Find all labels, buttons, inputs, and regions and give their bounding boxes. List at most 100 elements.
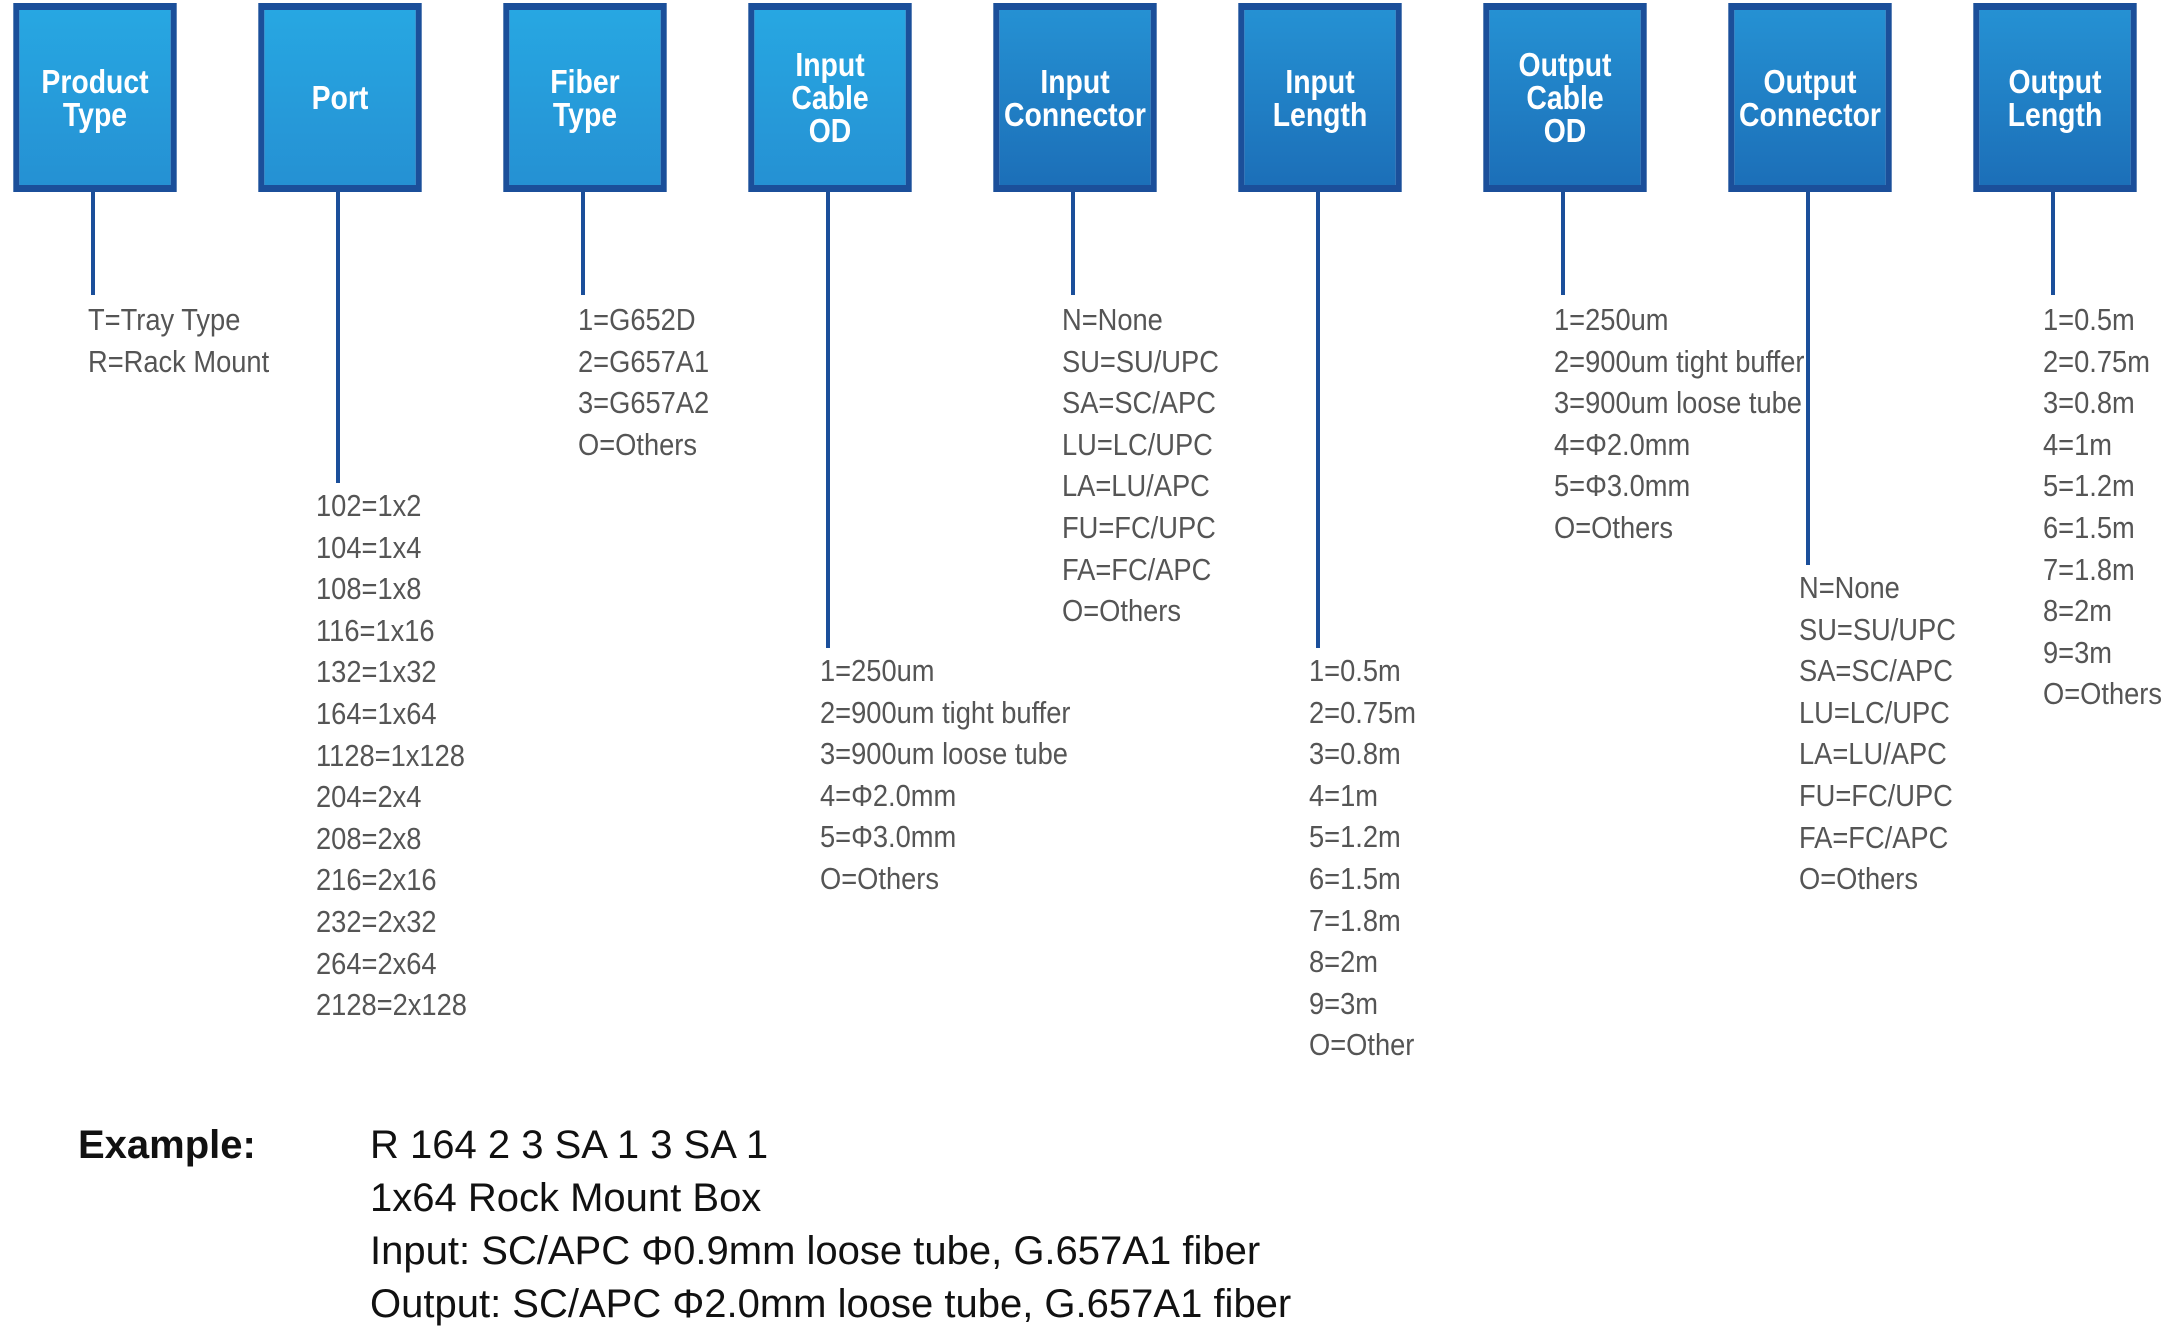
option-item: FA=FC/APC — [1799, 819, 1949, 855]
option-item: 6=1.5m — [2043, 509, 2135, 545]
code-box-product-type: Product Type — [13, 3, 177, 192]
example-output: Output: SC/APC Φ2.0mm loose tube, G.657A… — [370, 1282, 1292, 1326]
connector-line — [581, 192, 585, 295]
option-item: 3=0.8m — [2043, 385, 2135, 421]
option-item: LA=LU/APC — [1799, 736, 1947, 772]
option-item: 4=Φ2.0mm — [820, 777, 957, 813]
option-item: 5=1.2m — [1309, 819, 1401, 855]
option-item: SA=SC/APC — [1062, 385, 1216, 421]
code-box-output-length: Output Length — [1973, 3, 2137, 192]
code-box-title: Output Length — [2007, 62, 2103, 133]
option-item: 4=Φ2.0mm — [1554, 426, 1691, 462]
code-box-title: Input Connector — [1004, 62, 1146, 133]
option-item: LU=LC/UPC — [1062, 426, 1213, 462]
option-item: 3=G657A2 — [578, 385, 710, 421]
option-item: 232=2x32 — [316, 903, 437, 939]
option-item: R=Rack Mount — [88, 343, 270, 379]
example-description: 1x64 Rock Mount Box — [370, 1176, 762, 1220]
connector-line — [1806, 192, 1810, 565]
code-box-title: Output Cable OD — [1518, 46, 1612, 149]
option-item: 108=1x8 — [316, 571, 422, 607]
option-item: LU=LC/UPC — [1799, 694, 1950, 730]
option-item: 4=1m — [2043, 426, 2113, 462]
option-item: 5=Φ3.0mm — [820, 819, 957, 855]
option-list: 1=0.5m 2=0.75m 3=0.8m 4=1m 5=1.2m 6=1.5m… — [1309, 650, 1416, 1066]
option-list: N=None SU=SU/UPC SA=SC/APC LU=LC/UPC LA=… — [1062, 299, 1219, 632]
option-item: 2128=2x128 — [316, 987, 467, 1023]
connector-line — [91, 192, 95, 295]
option-item: 2=900um tight buffer — [820, 694, 1071, 730]
option-item: 1=G652D — [578, 302, 696, 337]
option-list: 1=250um 2=900um tight buffer 3=900um loo… — [820, 650, 1071, 900]
option-item: 2=0.75m — [1309, 694, 1416, 730]
option-item: N=None — [1062, 302, 1163, 337]
option-item: FU=FC/UPC — [1799, 777, 1953, 813]
option-item: 9=3m — [2043, 634, 2113, 670]
connector-line — [336, 192, 340, 483]
option-item: 7=1.8m — [1309, 902, 1401, 938]
option-item: FU=FC/UPC — [1062, 509, 1216, 545]
code-box-fiber-type: Fiber Type — [503, 3, 667, 192]
code-box-port: Port — [258, 3, 422, 192]
code-box-input-cable-od: Input Cable OD — [748, 3, 912, 192]
option-item: 6=1.5m — [1309, 860, 1401, 896]
option-item: 164=1x64 — [316, 695, 437, 731]
code-box-output-cable-od: Output Cable OD — [1483, 3, 1647, 192]
connector-line — [826, 192, 830, 648]
code-box-input-length: Input Length — [1238, 3, 1402, 192]
option-item: O=Others — [1062, 593, 1182, 629]
option-item: 2=0.75m — [2043, 343, 2150, 379]
option-item: 3=0.8m — [1309, 736, 1401, 772]
option-item: 1=250um — [1554, 302, 1669, 337]
option-list: T=Tray Type R=Rack Mount — [88, 299, 269, 382]
option-item: 1128=1x128 — [316, 737, 465, 773]
option-item: 216=2x16 — [316, 862, 437, 898]
option-item: 1=0.5m — [2043, 302, 2135, 337]
option-item: 1=0.5m — [1309, 653, 1401, 688]
option-item: O=Others — [1799, 861, 1919, 897]
code-box-title: Input Cable OD — [791, 46, 869, 149]
code-box-title: Output Connector — [1739, 62, 1881, 133]
option-item: 132=1x32 — [316, 654, 437, 690]
code-box-title: Input Length — [1272, 62, 1368, 133]
option-item: 2=G657A1 — [578, 343, 710, 379]
option-item: O=Others — [578, 426, 698, 462]
option-item: 104=1x4 — [316, 529, 422, 565]
option-item: T=Tray Type — [88, 302, 241, 337]
option-item: 2=900um tight buffer — [1554, 343, 1805, 379]
option-item: 102=1x2 — [316, 488, 422, 523]
option-item: 7=1.8m — [2043, 551, 2135, 587]
option-list: 1=G652D 2=G657A1 3=G657A2 O=Others — [578, 299, 709, 465]
option-item: 5=1.2m — [2043, 468, 2135, 504]
connector-line — [1561, 192, 1565, 295]
option-item: 9=3m — [1309, 985, 1379, 1021]
option-item: O=Other — [1309, 1027, 1415, 1063]
example-lines: R 164 2 3 SA 1 3 SA 1 1x64 Rock Mount Bo… — [370, 1119, 1291, 1331]
option-item: O=Others — [1554, 509, 1674, 545]
option-item: 208=2x8 — [316, 820, 422, 856]
connector-line — [1316, 192, 1320, 648]
code-box-output-connector: Output Connector — [1728, 3, 1892, 192]
option-item: 116=1x16 — [316, 612, 435, 648]
option-item: 264=2x64 — [316, 945, 437, 981]
option-item: SU=SU/UPC — [1799, 611, 1956, 647]
option-list: 1=0.5m 2=0.75m 3=0.8m 4=1m 5=1.2m 6=1.5m… — [2043, 299, 2162, 715]
option-item: 204=2x4 — [316, 779, 422, 815]
option-item: 5=Φ3.0mm — [1554, 468, 1691, 504]
option-item: O=Others — [2043, 676, 2162, 712]
option-item: N=None — [1799, 570, 1900, 605]
option-item: LA=LU/APC — [1062, 468, 1210, 504]
option-item: 4=1m — [1309, 777, 1379, 813]
option-item: 8=2m — [1309, 944, 1379, 980]
connector-line — [2051, 192, 2055, 295]
code-box-title: Product Type — [41, 62, 149, 133]
option-item: 3=900um loose tube — [820, 736, 1068, 772]
option-list: 1=250um 2=900um tight buffer 3=900um loo… — [1554, 299, 1805, 549]
code-box-title: Port — [311, 79, 369, 116]
option-item: 1=250um — [820, 653, 935, 688]
example-input: Input: SC/APC Φ0.9mm loose tube, G.657A1… — [370, 1229, 1261, 1273]
option-list: N=None SU=SU/UPC SA=SC/APC LU=LC/UPC LA=… — [1799, 567, 1956, 900]
option-item: SU=SU/UPC — [1062, 343, 1219, 379]
example-label: Example: — [78, 1123, 256, 1167]
option-item: 3=900um loose tube — [1554, 385, 1802, 421]
